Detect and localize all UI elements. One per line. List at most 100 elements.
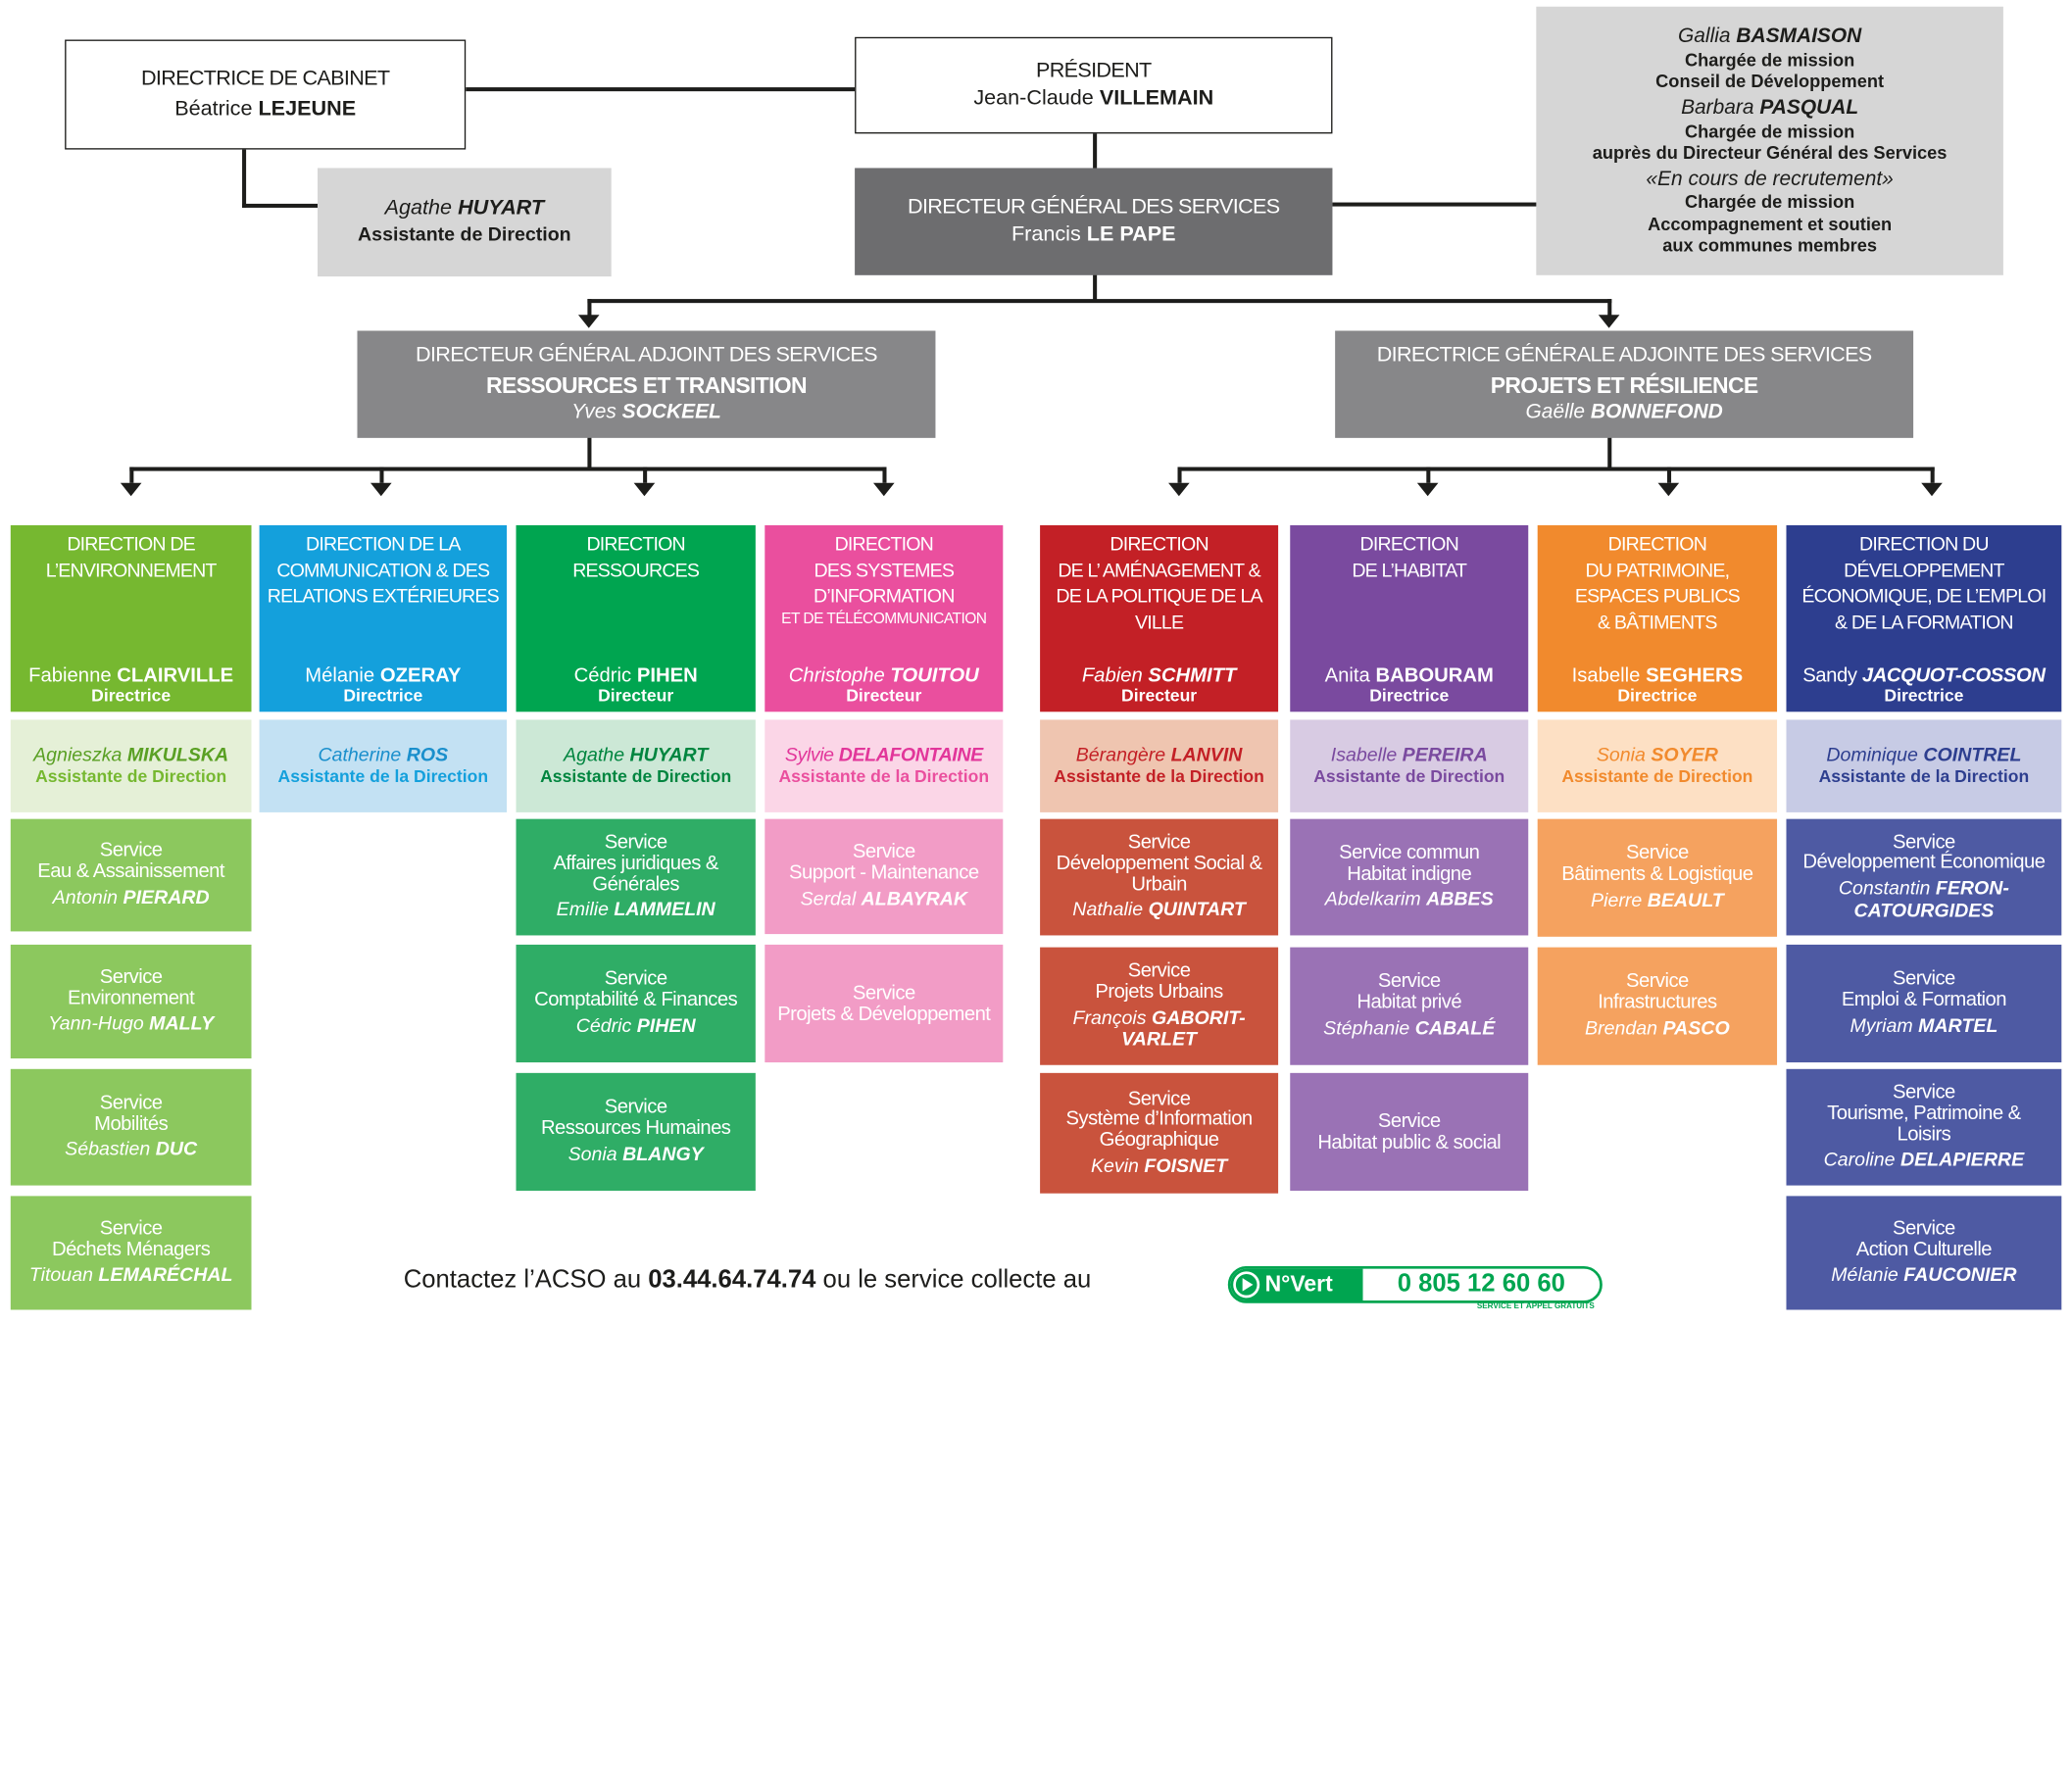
connector-line: [1177, 466, 1935, 471]
service-label: Service: [1127, 830, 1191, 854]
play-icon: [1233, 1271, 1260, 1299]
direction-title-line: ÉCONOMIQUE, DE L’EMPLOI: [1801, 586, 2047, 608]
first-name: Yves: [571, 401, 617, 424]
arrow-icon: [577, 315, 600, 328]
badge-label: N°Vert: [1264, 1271, 1333, 1297]
service-label: Service: [1127, 958, 1191, 982]
last-name: QUINTART: [1148, 900, 1246, 921]
assistant-name: Isabelle PEREIRA: [1331, 745, 1488, 767]
first-name: Jean-Claude: [973, 86, 1094, 110]
arrow-icon: [1598, 315, 1620, 328]
service-head-name: Sébastien DUC: [65, 1140, 197, 1162]
last-name: PASQUAL: [1759, 96, 1859, 120]
title-label: Accompagnement et soutien: [1648, 214, 1893, 234]
direction-title-line: COMMUNICATION & DES: [276, 560, 490, 582]
director-title: Directrice: [1617, 685, 1698, 706]
first-name: Cédric: [573, 663, 632, 687]
service-label: Service: [852, 840, 915, 863]
last-name: DELAPIERRE: [1899, 1150, 2025, 1172]
last-name: ALBAYRAK: [861, 889, 967, 910]
director-title: Directrice: [343, 685, 423, 706]
footer-note: SERVICE ET APPEL GRATUITS: [1476, 1302, 1595, 1311]
connector-line: [129, 466, 887, 471]
direction-title-line: L’ENVIRONNEMENT: [45, 560, 218, 582]
director-title: Directeur: [846, 685, 922, 706]
service-head-name: Antonin PIERARD: [53, 888, 210, 910]
first-name: Agathe: [384, 197, 453, 221]
direction-title-line: DIRECTION DU: [1859, 534, 1989, 556]
service-head-name: Emilie LAMMELIN: [557, 900, 715, 922]
arrow-icon: [1657, 482, 1680, 497]
service-label: Service: [604, 830, 667, 854]
director-name: Sandy JACQUOT-COSSON: [1802, 663, 2046, 686]
missions-box: Gallia BASMAISON Chargée de mission Cons…: [1536, 6, 2003, 275]
assistant-name: Bérangère LANVIN: [1076, 745, 1243, 767]
director-title: Directrice: [1369, 685, 1450, 706]
service-label: Service: [1893, 967, 1955, 991]
first-name: Sébastien: [65, 1139, 151, 1161]
connector-line: [587, 436, 592, 468]
direction-title-line: DU PATRIMOINE,: [1585, 560, 1730, 582]
last-name: HUYART: [629, 745, 709, 766]
service-head-name: Stéphanie CABALÉ: [1323, 1018, 1495, 1041]
first-name: Caroline: [1823, 1150, 1896, 1172]
service-head-name: Caroline DELAPIERRE: [1824, 1151, 2025, 1173]
assistant-title: Assistante de Direction: [35, 765, 227, 786]
first-name: Constantin: [1838, 878, 1931, 901]
footer-text: Contactez l’ACSO au: [403, 1265, 642, 1295]
first-name: Catherine: [318, 745, 402, 766]
director-title: Directrice: [91, 685, 172, 706]
service-label: Géographique: [1099, 1128, 1219, 1152]
last-name: ROS: [406, 745, 449, 766]
last-name: GABORIT-VARLET: [1121, 1007, 1246, 1052]
last-name: BABOURAM: [1375, 663, 1494, 687]
service-label: Projets Urbains: [1095, 980, 1223, 1004]
last-name: OZERAY: [379, 663, 462, 687]
first-name: Pierre: [1591, 890, 1643, 912]
first-name: Brendan: [1585, 1018, 1658, 1040]
service-label: Support - Maintenance: [789, 861, 979, 885]
service-label: Habitat privé: [1357, 991, 1462, 1014]
direction-title-line: DE L’HABITAT: [1352, 560, 1467, 582]
title-label: Assistante de Direction: [358, 224, 571, 246]
service-label: Déchets Ménagers: [51, 1238, 211, 1261]
first-name: Cédric: [575, 1015, 632, 1038]
service-label: Habitat indigne: [1347, 861, 1472, 885]
dgs-box: DIRECTEUR GÉNÉRAL DES SERVICES Francis L…: [855, 168, 1333, 275]
service-label: Infrastructures: [1598, 991, 1717, 1014]
last-name: PEREIRA: [1402, 745, 1488, 766]
connector-line: [466, 87, 856, 92]
first-name: «En cours de recrutement»: [1646, 168, 1894, 191]
role-label: DIRECTEUR GÉNÉRAL DES SERVICES: [908, 195, 1280, 219]
service-label: Service: [604, 967, 667, 991]
service-label: Comptabilité & Finances: [534, 988, 738, 1011]
president-box: PRÉSIDENT Jean-Claude VILLEMAIN: [855, 36, 1333, 134]
assistant-title: Assistante de la Direction: [1818, 765, 2030, 786]
assistant-title: Assistante de Direction: [1313, 765, 1505, 786]
direction-title-line: DIRECTION: [1607, 534, 1707, 556]
first-name: Agnieszka: [33, 745, 123, 766]
service-label: Ressources Humaines: [540, 1116, 731, 1140]
assistant-name: Sylvie DELAFONTAINE: [785, 745, 983, 767]
first-name: Mélanie: [305, 663, 375, 687]
service-head-name: Sonia BLANGY: [568, 1145, 704, 1167]
connector-line: [1607, 299, 1612, 318]
last-name: COINTREL: [1923, 745, 2022, 766]
arrow-icon: [1416, 482, 1439, 497]
last-name: PIHEN: [636, 663, 698, 687]
service-head-name: Titouan LEMARÉCHAL: [29, 1265, 233, 1288]
first-name: Isabelle: [1571, 663, 1641, 687]
